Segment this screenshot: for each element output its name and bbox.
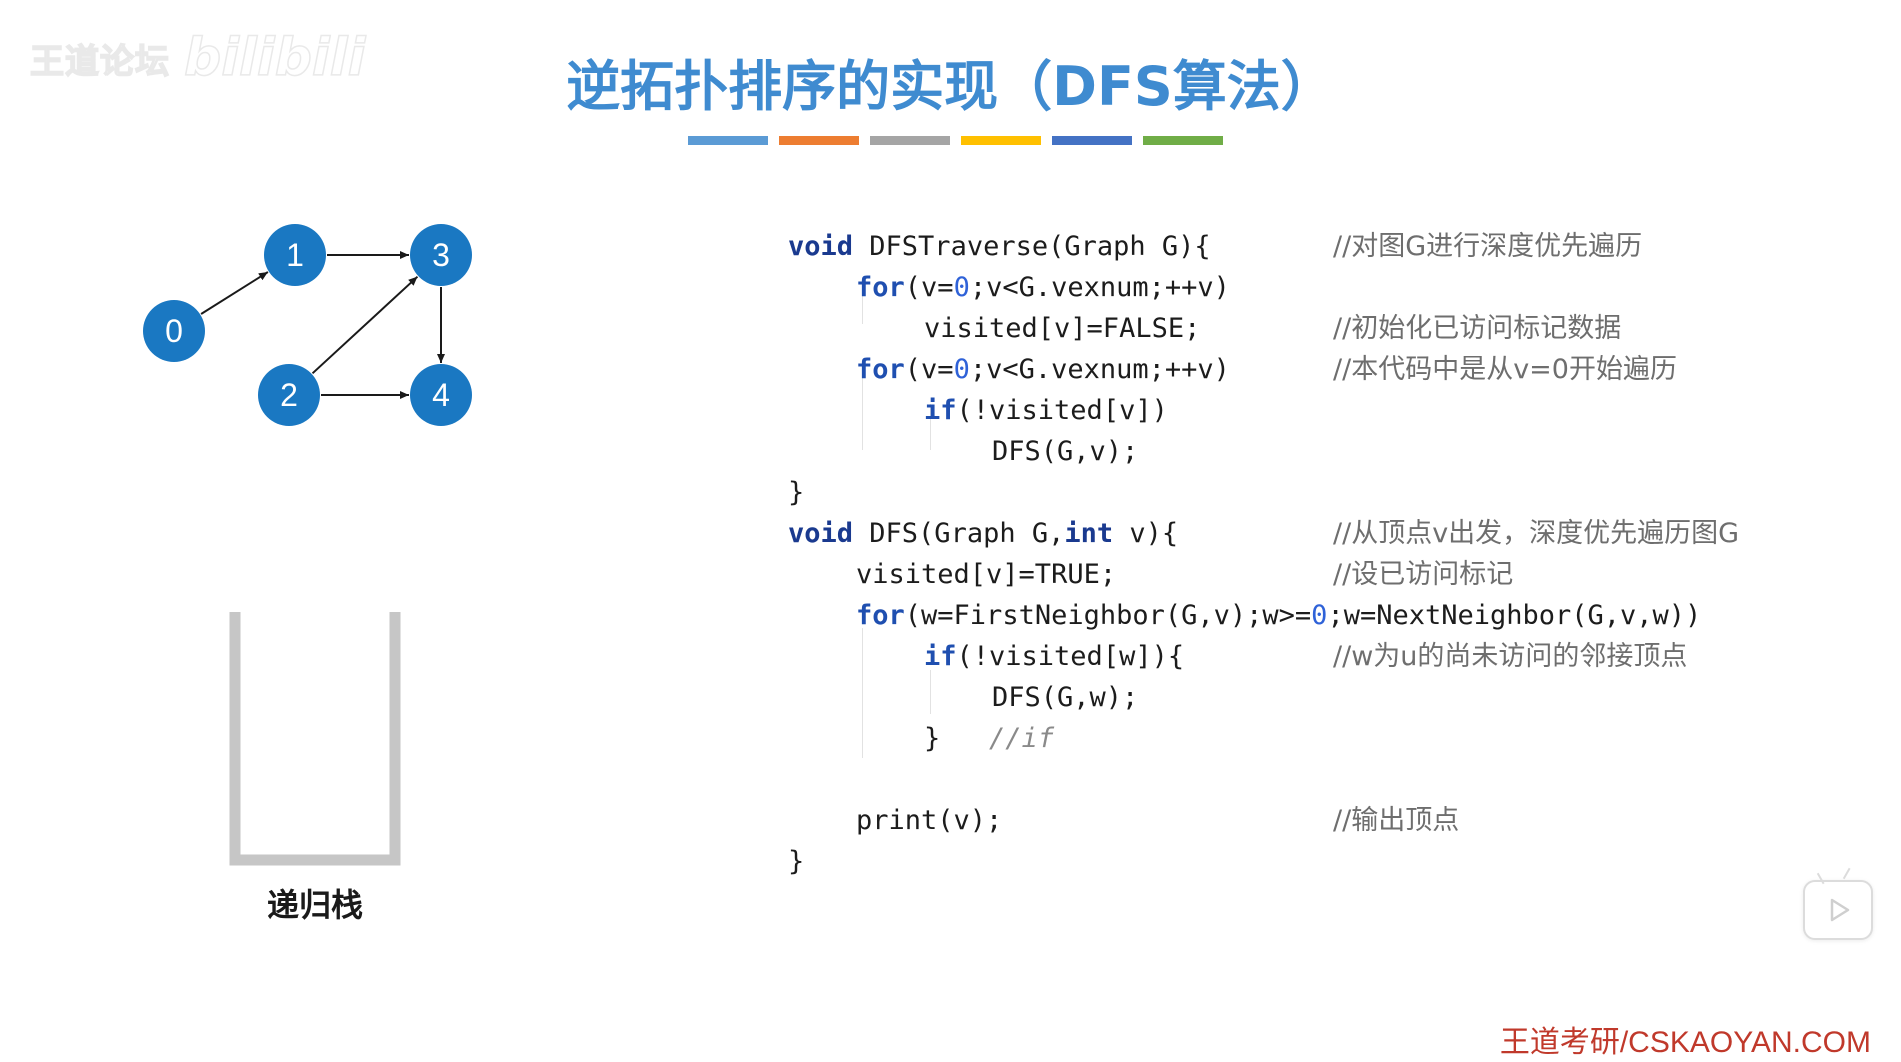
graph-node-circle [410,364,472,426]
code-line: visited[v]=TRUE; //设已访问标记 [788,554,1888,595]
code-text: } [788,477,805,508]
graph-diagram: 0 1 2 3 4 [143,224,472,426]
bilibili-logo: bilibili [183,27,366,89]
color-segment-3 [870,136,950,145]
keyword: if [924,395,957,426]
code-text: (v= [904,272,954,303]
color-divider [688,136,1223,145]
code-line: void DFSTraverse(Graph G){ //对图G进行深度优先遍历 [788,226,1888,267]
code-number: 0 [953,354,970,385]
code-text: visited[v]=FALSE; [924,313,1201,344]
indent-guide [862,362,863,450]
code-comment: //设已访问标记 [1333,559,1514,590]
code-text: visited[v]=TRUE; [856,559,1117,590]
play-icon [1830,898,1850,922]
color-segment-1 [688,136,768,145]
color-segment-2 [779,136,859,145]
indent-guide [862,280,863,324]
code-comment: //本代码中是从v=0开始遍历 [1333,354,1677,385]
code-line: for(v=0;v<G.vexnum;++v) [788,267,1888,308]
graph-node-0: 0 [143,300,205,362]
graph-edges [200,251,445,399]
indent-guide [862,628,863,758]
graph-node-1: 1 [264,224,326,286]
graph-node-circle [410,224,472,286]
code-comment: //if [989,723,1055,754]
graph-node-2: 2 [258,364,320,426]
graph-node-label: 3 [432,237,450,273]
graph-node-3: 3 [410,224,472,286]
keyword: int [1064,518,1114,549]
code-text: ;v<G.vexnum;++v) [969,354,1230,385]
watermark: 王道论坛 bilibili [29,27,366,89]
code-line-blank [788,759,1888,800]
code-number: 0 [1311,600,1328,631]
code-comment: //从顶点v出发，深度优先遍历图G [1333,518,1740,549]
code-text: DFS(G,w); [992,682,1139,713]
code-line: if(!visited[v]) [788,390,1888,431]
indent-guide [930,404,931,450]
graph-node-label: 4 [432,377,450,413]
graph-nodes: 0 1 2 3 4 [143,224,472,426]
watermark-text: 王道论坛 [29,41,170,83]
code-comment: //对图G进行深度优先遍历 [1333,231,1643,262]
code-line: DFS(G,w); [788,677,1888,718]
keyword: for [856,600,905,631]
graph-node-label: 2 [280,377,298,413]
code-number: 0 [953,272,970,303]
code-text: DFS(G,v); [992,436,1139,467]
play-button[interactable] [1803,867,1873,940]
graph-node-circle [264,224,326,286]
code-comment: //输出顶点 [1333,805,1460,836]
code-text: v){ [1113,518,1179,549]
graph-node-circle [258,364,320,426]
code-text: } [788,846,805,877]
code-line: if(!visited[w]){ //w为u的尚未访问的邻接顶点 [788,636,1888,677]
keyword: void [788,518,854,549]
recursion-stack [229,612,401,866]
footer-brand: 王道考研/CSKAOYAN.COM [1499,1026,1871,1059]
code-comment: //初始化已访问标记数据 [1333,313,1622,344]
color-segment-4 [961,136,1041,145]
code-line: visited[v]=FALSE; //初始化已访问标记数据 [788,308,1888,349]
code-text: } [924,723,941,754]
code-comment: //w为u的尚未访问的邻接顶点 [1333,641,1688,672]
code-text: ;v<G.vexnum;++v) [969,272,1230,303]
graph-node-label: 1 [286,237,304,273]
graph-node-circle [143,300,205,362]
code-line: } [788,841,1888,882]
code-block: void DFSTraverse(Graph G){ //对图G进行深度优先遍历… [788,226,1888,882]
code-line: } //if [788,718,1888,759]
stack-outline [229,612,401,866]
code-line: for(w=FirstNeighbor(G,v);w>=0;w=NextNeig… [788,595,1888,636]
keyword: for [856,354,905,385]
page-title: 逆拓扑排序的实现（DFS算法） [566,55,1335,118]
color-segment-5 [1052,136,1132,145]
code-line: for(v=0;v<G.vexnum;++v) //本代码中是从v=0开始遍历 [788,349,1888,390]
code-text: print(v); [856,805,1003,836]
code-text: (!visited[w]){ [956,641,1185,672]
code-text: DFSTraverse(Graph G){ [853,231,1211,262]
code-line: } [788,472,1888,513]
code-line: print(v); //输出顶点 [788,800,1888,841]
code-text: DFS(Graph G, [853,518,1065,549]
code-text: (w=FirstNeighbor(G,v);w>= [904,600,1312,631]
keyword: if [924,641,957,672]
keyword: void [788,231,854,262]
indent-guide [930,670,931,714]
keyword: for [856,272,905,303]
code-line: DFS(G,v); [788,431,1888,472]
graph-node-label: 0 [165,313,183,349]
color-segment-6 [1143,136,1223,145]
code-text: ;w=NextNeighbor(G,v,w)) [1327,600,1702,631]
stack-label: 递归栈 [266,886,363,924]
code-line: void DFS(Graph G,int v){ //从顶点v出发，深度优先遍历… [788,513,1888,554]
graph-node-4: 4 [410,364,472,426]
graph-edge-0-1 [200,271,269,315]
code-text: (!visited[v]) [956,395,1168,426]
graph-edge-2-3 [311,275,419,375]
code-text: (v= [904,354,954,385]
